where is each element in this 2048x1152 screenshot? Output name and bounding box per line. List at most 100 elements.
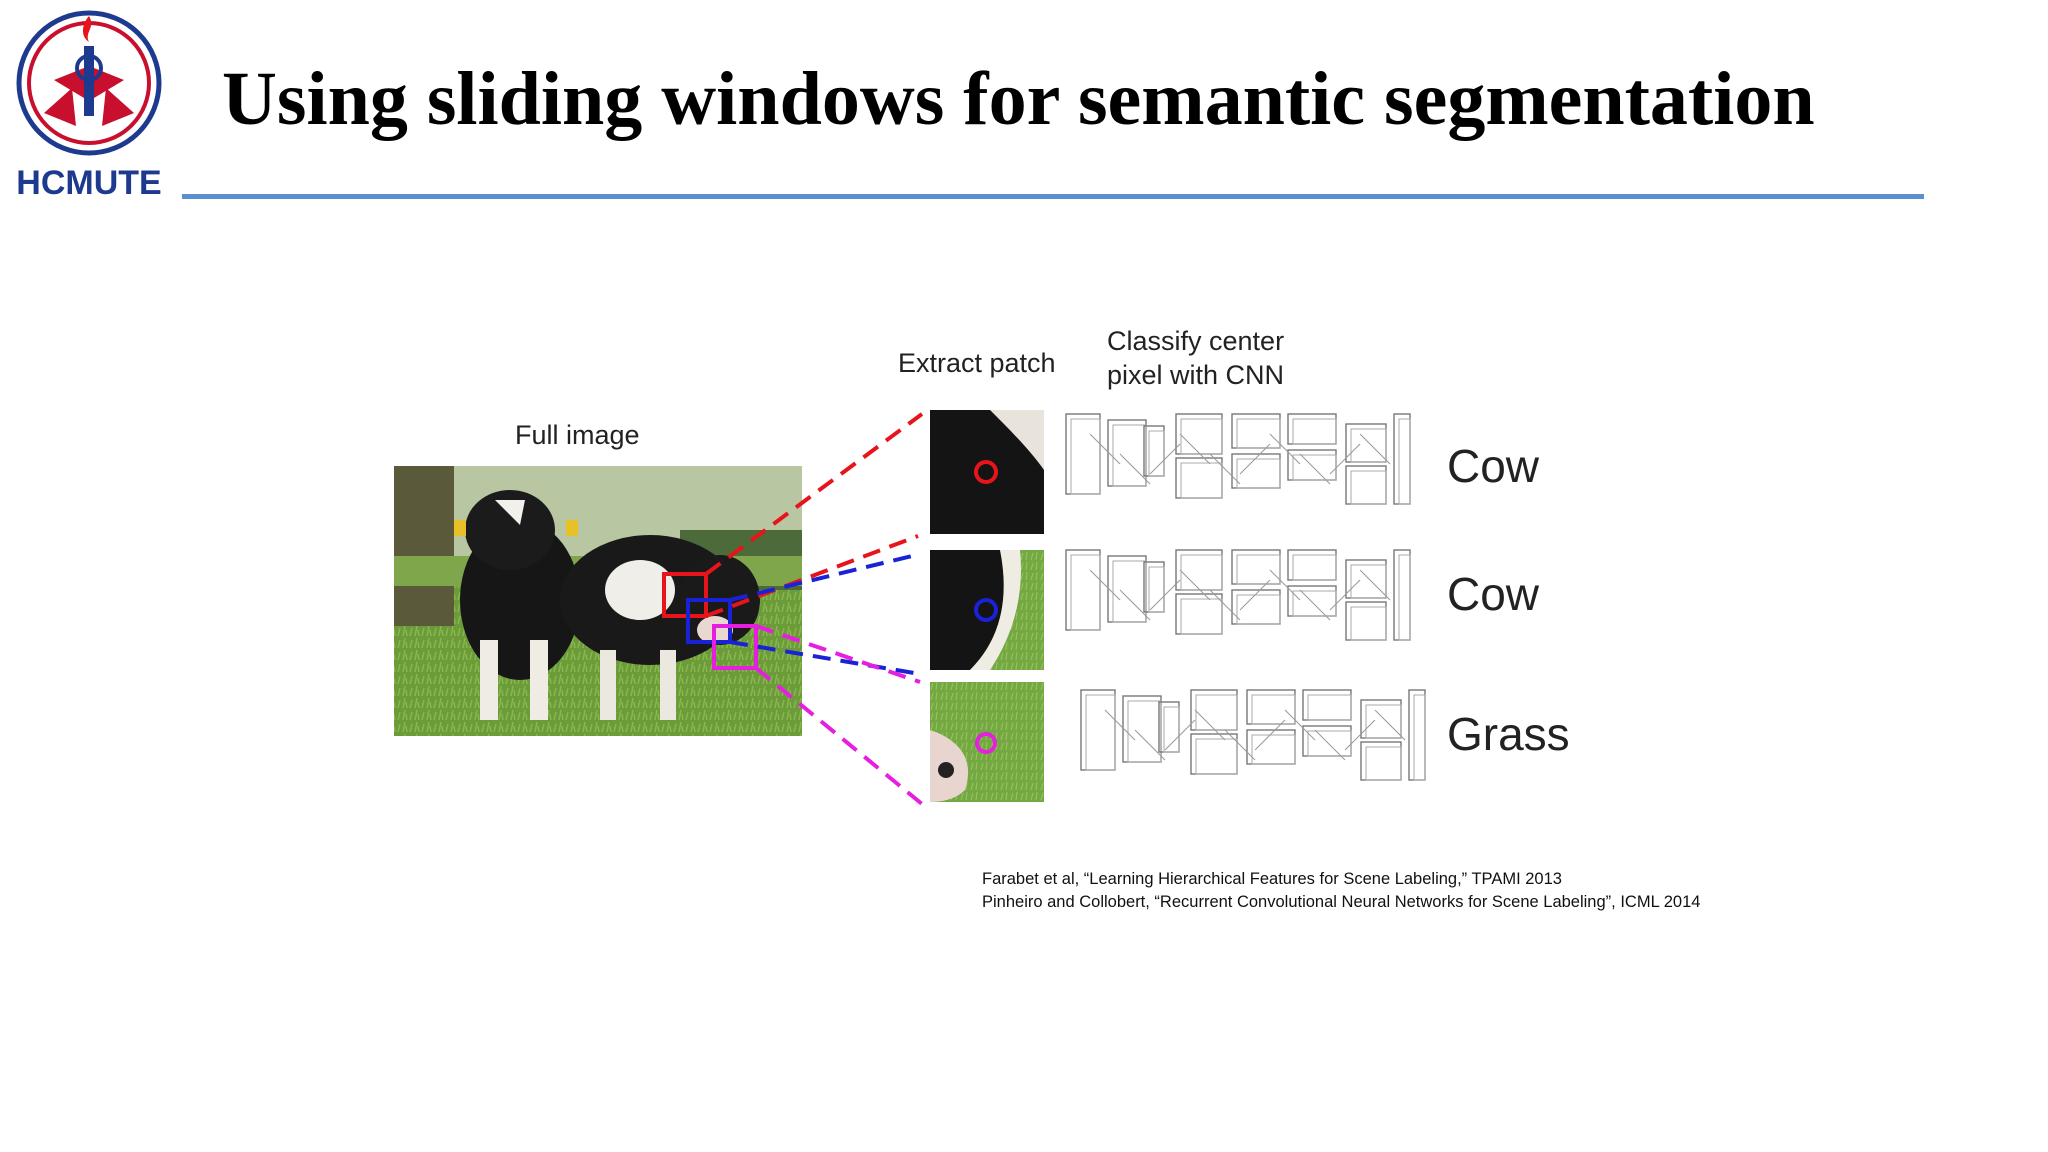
cnn-layer-block-depth — [1365, 704, 1402, 739]
window-blue — [686, 598, 732, 644]
cnn-layer-block — [1345, 559, 1387, 599]
cnn-layer-block-depth — [1112, 424, 1147, 487]
cnn-connection — [1269, 569, 1301, 601]
cnn-layer-block-depth — [1292, 418, 1337, 445]
cnn-connection — [1239, 579, 1271, 611]
cnn-layer-block-depth — [1292, 554, 1337, 581]
patch-1 — [930, 410, 1044, 534]
class-label-1: Cow — [1447, 440, 1540, 492]
cnn-layer-block-depth — [1350, 606, 1387, 641]
cnn-layer-block-depth — [1148, 566, 1165, 613]
cnn-layer-block-depth — [1292, 590, 1337, 617]
cnn-layer-block-depth — [1307, 730, 1352, 757]
cnn-layer-block — [1175, 457, 1223, 499]
cnn-connection — [1374, 709, 1406, 741]
cnn-layer-block-depth — [1398, 418, 1411, 505]
cnn-layer-block-depth — [1398, 554, 1411, 641]
cnn-connection — [1179, 433, 1211, 465]
cnn-connection — [1209, 589, 1241, 621]
cnn-connection — [1254, 719, 1286, 751]
cnn-layer-block — [1122, 695, 1162, 763]
cnn-connection — [1134, 729, 1166, 761]
classify-label-line1: Classify center — [1107, 326, 1284, 356]
cnn-layer-block-depth — [1180, 418, 1223, 455]
cnn-layer-block — [1107, 419, 1147, 487]
cnn-layer-block — [1345, 423, 1387, 463]
cnn-connection — [1344, 719, 1376, 751]
cnn-layer-block-depth — [1180, 462, 1223, 499]
logo-text: HCMUTE — [16, 164, 161, 202]
cnn-connection — [1089, 569, 1121, 601]
cnn-connection — [1209, 453, 1241, 485]
patch-3 — [930, 682, 1044, 802]
cnn-layer-block — [1393, 413, 1411, 505]
cnn-connection — [1104, 709, 1136, 741]
cnn-diagram-3 — [1080, 689, 1426, 781]
cnn-layer-block — [1175, 413, 1223, 455]
cnn-layer-block — [1175, 549, 1223, 591]
cnn-connection — [1224, 729, 1256, 761]
cnn-layer-block-depth — [1236, 418, 1281, 449]
cnn-layer-block-depth — [1236, 458, 1281, 489]
cnn-layer-block-depth — [1085, 694, 1116, 771]
cnn-layer-block — [1107, 555, 1147, 623]
full-image-label: Full image — [515, 420, 640, 450]
cnn-layer-block-depth — [1350, 470, 1387, 505]
cnn-layer-block — [1408, 689, 1426, 781]
cnn-layer-block-depth — [1180, 598, 1223, 635]
cnn-connection — [1149, 443, 1181, 475]
cnn-layer-block — [1175, 593, 1223, 635]
patch-2 — [930, 550, 1044, 670]
cnn-layer-block — [1360, 741, 1402, 781]
cnn-connection — [1239, 443, 1271, 475]
cnn-connection — [1359, 433, 1391, 465]
hcmute-logo: HCMUTE — [16, 10, 162, 202]
cnn-connection — [1359, 569, 1391, 601]
cnn-layer-block — [1393, 549, 1411, 641]
cnn-layer-block-depth — [1251, 734, 1296, 765]
cnn-layer-block-depth — [1070, 554, 1101, 631]
cnn-layer-block — [1143, 425, 1165, 477]
cnn-layer-block-depth — [1413, 694, 1426, 781]
extract-patch-label: Extract patch — [898, 348, 1056, 378]
class-label-3: Grass — [1447, 708, 1570, 760]
cnn-diagram-2 — [1065, 549, 1411, 641]
cnn-layer-block — [1143, 561, 1165, 613]
cnn-connection — [1329, 579, 1361, 611]
cnn-layer-block — [1158, 701, 1180, 753]
cnn-connection — [1149, 579, 1181, 611]
cnn-connection — [1119, 453, 1151, 485]
window-magenta — [712, 624, 758, 670]
cnn-layer-block-depth — [1236, 554, 1281, 585]
cnn-layer-block — [1345, 465, 1387, 505]
reference-2: Pinheiro and Collobert, “Recurrent Convo… — [982, 893, 1701, 911]
projection-lines — [704, 412, 924, 806]
title-divider — [182, 194, 1924, 199]
cnn-layer-block-depth — [1236, 594, 1281, 625]
cnn-layer-block — [1360, 699, 1402, 739]
window-red — [662, 572, 708, 618]
cnn-layer-block — [1345, 601, 1387, 641]
cnn-layer-block-depth — [1148, 430, 1165, 477]
cnn-layer-block-depth — [1350, 564, 1387, 599]
cnn-connection — [1299, 453, 1331, 485]
cnn-layer-block-depth — [1180, 554, 1223, 591]
cnn-connection — [1314, 729, 1346, 761]
classify-label-line2: pixel with CNN — [1107, 360, 1284, 390]
cnn-connection — [1089, 433, 1121, 465]
cnn-connection — [1119, 589, 1151, 621]
cnn-connection — [1269, 433, 1301, 465]
cnn-layer-block-depth — [1127, 700, 1162, 763]
reference-1: Farabet et al, “Learning Hierarchical Fe… — [982, 870, 1562, 888]
cnn-diagram-1 — [1065, 413, 1411, 505]
cnn-connection — [1194, 709, 1226, 741]
cnn-layer-block-depth — [1292, 454, 1337, 481]
cnn-connection — [1179, 569, 1211, 601]
cnn-layer-block — [1190, 689, 1238, 731]
cnn-connection — [1329, 443, 1361, 475]
cnn-layer-block-depth — [1365, 746, 1402, 781]
cnn-layer-block-depth — [1195, 694, 1238, 731]
cnn-layer-block-depth — [1112, 560, 1147, 623]
slide-title: Using sliding windows for semantic segme… — [222, 57, 1815, 141]
